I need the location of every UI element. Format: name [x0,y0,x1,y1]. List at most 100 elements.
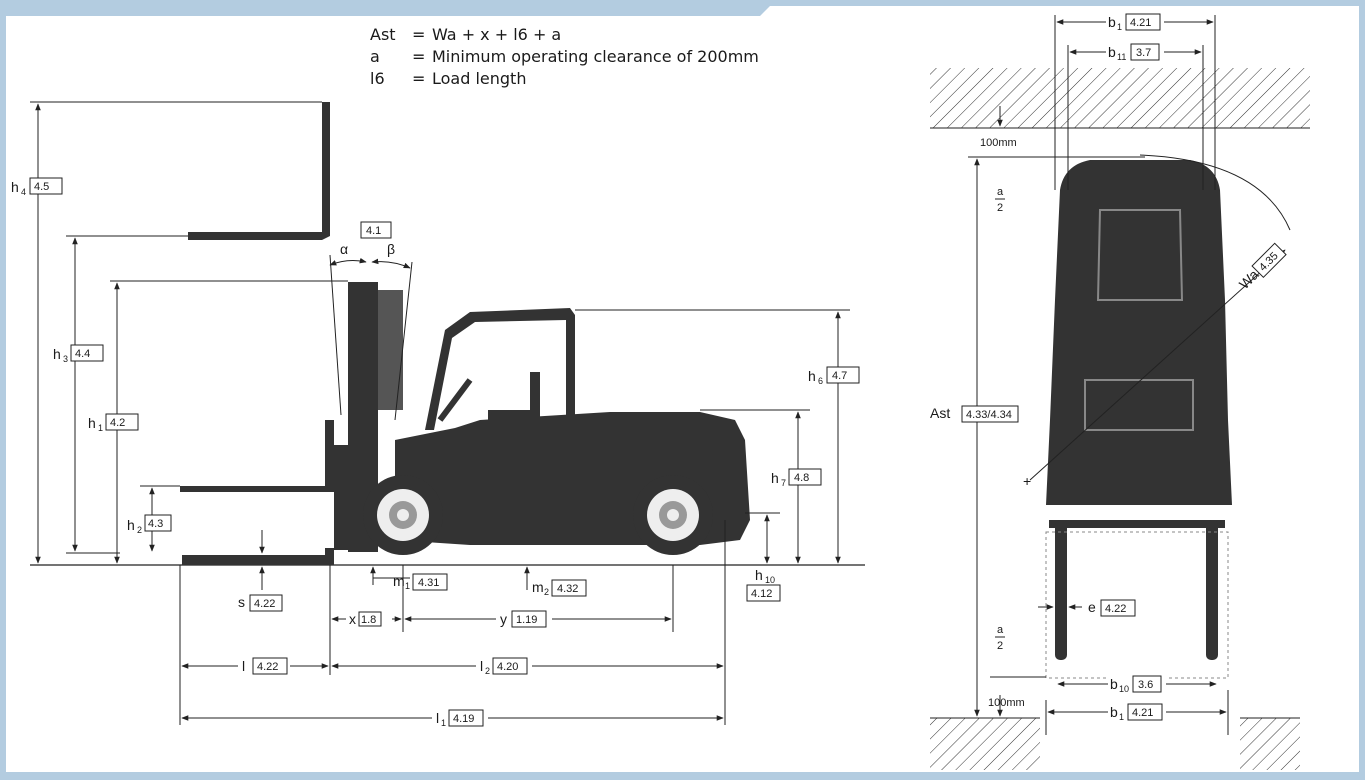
label-e: e 4.22 [1088,599,1136,617]
svg-text:10: 10 [1119,684,1129,694]
formula-sym-3: l6 [370,69,385,88]
svg-text:b: b [1108,44,1116,60]
label-y: y 1.19 [496,610,552,628]
label-a2-bottom: a 2 [995,624,1005,652]
svg-text:s: s [238,594,245,610]
svg-text:a: a [997,624,1004,636]
svg-text:m: m [393,573,405,589]
svg-text:10: 10 [765,575,775,585]
svg-text:4.12: 4.12 [751,588,772,600]
label-h2: h 2 4.3 [127,514,172,535]
wa-radius [1029,249,1286,481]
svg-text:4.33/4.34: 4.33/4.34 [966,409,1012,421]
panel [6,6,1359,772]
label-ast: Ast 4.33/4.34 [930,405,1019,423]
fork-carriage-top [1049,520,1225,528]
overhead-guard-top [1096,209,1184,301]
svg-text:2: 2 [997,202,1003,214]
svg-text:e: e [1088,599,1096,615]
svg-text:h: h [53,346,61,362]
formula-text-2: Minimum operating clearance of 200mm [432,47,759,66]
label-s: s 4.22 [238,594,283,612]
svg-text:b: b [1110,704,1118,720]
svg-text:4.31: 4.31 [418,577,439,589]
label-m1: m 1 4.31 [393,573,448,591]
svg-text:2: 2 [544,587,549,597]
wa-arc [1139,154,1291,231]
turning-center-mark: + [1023,473,1031,489]
label-l2: l 2 4.20 [476,657,532,676]
svg-text:α: α [340,241,348,257]
lowered-fork [182,548,334,565]
svg-text:1: 1 [441,718,446,728]
svg-text:2: 2 [997,640,1003,652]
formula-block: Ast = Wa + x + l6 + a a = Minimum operat… [370,25,759,88]
svg-text:3.7: 3.7 [1136,47,1151,59]
label-m2: m 2 4.32 [532,579,587,597]
label-b1-top: b 1 4.21 [1106,13,1164,32]
label-a2-top: a 2 [995,186,1005,214]
svg-text:1: 1 [1117,22,1122,32]
svg-text:a: a [997,186,1004,198]
bottom-wall-left [930,718,1040,770]
svg-text:y: y [500,611,507,627]
svg-text:1: 1 [98,423,103,433]
extension-lines [30,101,850,725]
svg-text:4.8: 4.8 [794,472,809,484]
front-wheel [363,475,443,555]
svg-text:4.21: 4.21 [1130,17,1151,29]
svg-text:1.8: 1.8 [361,614,376,626]
svg-text:b: b [1110,676,1118,692]
svg-text:4.5: 4.5 [34,181,49,193]
svg-text:4: 4 [21,187,26,197]
label-b1-bottom: b 1 4.21 [1108,703,1166,722]
svg-text:4.22: 4.22 [254,598,275,610]
top-wall [930,68,1310,128]
seat [488,372,540,420]
rear-wheel [633,475,713,555]
lift-cylinder [378,290,403,410]
label-h4: h 4 4.5 [11,177,63,197]
formula-sym-1: Ast [370,25,396,44]
svg-text:3: 3 [63,354,68,364]
formula-eq-2: = [412,47,425,66]
carriage [334,445,352,550]
svg-text:4.4: 4.4 [75,348,90,360]
formula-sym-2: a [370,47,380,66]
label-h10: h 10 4.12 [746,567,781,602]
label-h7: h 7 4.8 [771,468,822,488]
svg-text:3.6: 3.6 [1138,679,1153,691]
svg-text:h: h [808,368,816,384]
fork-left [1055,520,1067,660]
svg-text:h: h [11,179,19,195]
side-view: h 4 4.5 h 3 4.4 h 1 4.2 h 2 4.3 4.1 α β [11,101,865,728]
svg-text:1: 1 [1119,712,1124,722]
clearance-top-label: 100mm [980,137,1017,149]
clearance-bottom-label: 100mm [988,697,1025,709]
svg-text:m: m [532,579,544,595]
svg-text:1.19: 1.19 [516,614,537,626]
load-outline [1045,531,1229,679]
label-h1: h 1 4.2 [88,413,139,433]
top-view: + b 1 4.21 [930,13,1310,770]
counterweight-slots [1084,379,1194,431]
label-l: l 4.22 [238,657,290,675]
top-view-dims [968,15,1229,735]
svg-text:4.21: 4.21 [1132,707,1153,719]
svg-text:l: l [242,658,245,674]
svg-text:11: 11 [1117,52,1126,62]
svg-text:l: l [436,710,439,726]
svg-text:h: h [771,470,779,486]
svg-text:h: h [127,517,135,533]
label-b10: b 10 3.6 [1108,675,1166,694]
svg-text:7: 7 [781,478,786,488]
svg-text:b: b [1108,14,1116,30]
svg-text:l: l [480,658,483,674]
svg-text:4.22: 4.22 [257,661,278,673]
fork-right [1206,520,1218,660]
svg-text:1: 1 [405,581,410,591]
svg-text:4.1: 4.1 [366,225,381,237]
steering-column [437,378,473,422]
formula-text-1: Wa + x + l6 + a [432,25,561,44]
